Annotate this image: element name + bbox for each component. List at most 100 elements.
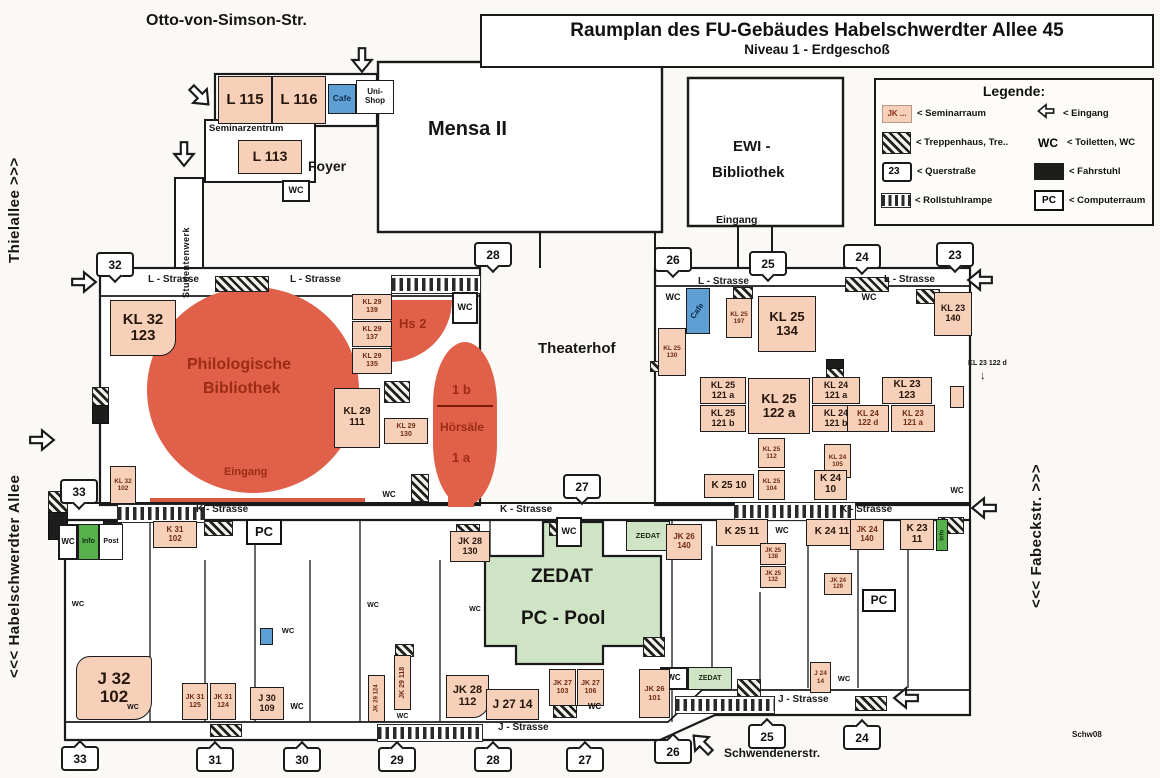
label-hoersaal-1a: 1 a xyxy=(452,450,471,465)
street-badge-33-8: 33 xyxy=(61,739,99,771)
label-zedat-line2: PC - Pool xyxy=(521,608,606,629)
label-studentenwerk: Studentenwerk xyxy=(181,226,191,298)
room-label: JK 26 140 xyxy=(673,532,695,550)
room-k-24-10: K 24 10 xyxy=(814,470,847,500)
street-badge-27-7: 27 xyxy=(563,474,601,506)
room-jk-31-124: JK 31 124 xyxy=(210,683,236,720)
room-label: WC xyxy=(950,485,964,495)
room-label: WC xyxy=(665,292,681,303)
room-kl-25-134: KL 25 134 xyxy=(758,296,816,352)
room-label: JK 26 101 xyxy=(644,684,665,702)
room-label: KL 29 111 xyxy=(343,406,371,428)
philologische-bibliothek-shape xyxy=(147,287,359,493)
room-label: JK 25 132 xyxy=(764,570,781,583)
room-jk-26-101: JK 26 101 xyxy=(639,669,670,718)
wheelchair-ramp-icon-3 xyxy=(378,725,482,741)
room-jk-29-118: JK 29 118 xyxy=(394,655,411,710)
stairs-icon-17 xyxy=(737,679,761,697)
legend-item-label: < Seminarraum xyxy=(917,108,986,119)
corridor-label-5: K - Strasse xyxy=(500,504,553,515)
room-kl-25-104: KL 25 104 xyxy=(758,470,785,500)
corridor-label-1: L - Strasse xyxy=(290,274,341,285)
entrance-arrow-icon-diag-ul-8 xyxy=(682,724,722,764)
room-kl-25-122a: KL 25 122 a xyxy=(748,378,810,434)
stairs-icon-1 xyxy=(845,277,889,292)
room-info-k-row: Info xyxy=(78,524,99,560)
label-phil-bib-line2: Bibliothek xyxy=(203,380,281,397)
room-label: Cafe xyxy=(688,300,706,321)
room-wc-far-east: WC xyxy=(944,482,970,500)
room-label: WC xyxy=(837,673,851,683)
room-label: WC xyxy=(367,602,379,610)
legend-item: JK ... < Seminarraum xyxy=(882,104,1034,123)
room-label: WC xyxy=(561,526,577,537)
room-label: WC xyxy=(61,536,75,546)
stairs-icon-18 xyxy=(855,696,887,711)
street-badge-label: 29 xyxy=(390,752,404,767)
room-kl-32-123: KL 32 123 xyxy=(110,300,176,356)
street-badge-label: 23 xyxy=(948,247,962,262)
room-label: PC xyxy=(870,593,888,608)
room-label: K 25 11 xyxy=(724,526,760,538)
room-label: KL 25 130 xyxy=(663,344,681,359)
label-theaterhof: Theaterhof xyxy=(538,340,616,357)
legend-rows: JK ...< Seminarraum< Eingang< Treppenhau… xyxy=(882,99,1146,215)
stairs-icon-3 xyxy=(411,474,429,502)
legend-row: < Treppenhaus, Tre..WC< Toiletten, WC xyxy=(882,128,1146,157)
room-label: WC xyxy=(861,292,877,303)
elevator-icon-3 xyxy=(826,359,844,369)
room-label: KL 25 104 xyxy=(762,477,781,492)
room-label: K 24 10 xyxy=(819,473,842,495)
wheelchair-ramp-icon-0 xyxy=(392,276,480,293)
entrance-arrow-icon-left-6 xyxy=(970,494,998,522)
room-j-30-109: J 30 109 xyxy=(250,687,284,720)
room-zedat-room-top: ZEDAT xyxy=(626,521,670,551)
room-wc-jk27: WC xyxy=(582,699,607,716)
room-wc-left-wing: WC xyxy=(376,486,402,504)
street-badge: 23 xyxy=(882,161,912,182)
wheelchair-ramp-icon-4 xyxy=(676,697,774,713)
street-badge-25-15: 25 xyxy=(748,717,786,749)
room-k-25-10: K 25 10 xyxy=(704,474,754,498)
room-label: KL 25 134 xyxy=(769,308,805,338)
room-j-32-102: J 32 102 xyxy=(76,656,152,720)
room-label: JK 24 129 xyxy=(829,577,846,590)
room-label: J 32 102 xyxy=(97,668,131,706)
room-kl-25-197: KL 25 197 xyxy=(726,298,752,338)
label-kl-23-122d-note: KL 23 122 d xyxy=(968,360,1007,367)
room-label: KL 25 121 a xyxy=(710,379,736,400)
room-label: WC xyxy=(382,489,396,499)
stairs-icon-16 xyxy=(210,724,242,737)
street-badge-23-5: 23 xyxy=(936,242,974,274)
street-badge-label: 25 xyxy=(760,729,774,744)
label-otto-von-simson-str: Otto-von-Simson-Str. xyxy=(146,12,307,29)
street-badge-label: 27 xyxy=(578,752,592,767)
legend-heading: Legende: xyxy=(982,83,1046,99)
room-label: ZEDAT xyxy=(635,530,661,540)
badge-notch xyxy=(900,169,906,175)
stairs-icon-15 xyxy=(553,705,577,718)
room-jk-24-129: JK 24 129 xyxy=(824,573,852,595)
plan-title: Raumplan des FU-Gebäudes Habelschwerdter… xyxy=(570,20,1064,41)
legend-item: < Rollstuhlrampe xyxy=(882,194,1034,207)
label-phil-bib-line1: Philologische xyxy=(187,356,292,373)
room-label: KL 29 130 xyxy=(396,423,416,438)
room-label: ZEDAT xyxy=(698,674,722,682)
stairs-icon-13 xyxy=(643,637,665,657)
room-kl-24-122d: KL 24 122 d xyxy=(847,405,889,432)
legend-row: JK ...< Seminarraum< Eingang xyxy=(882,99,1146,128)
label-schwendenerstr: Schwendenerstr. xyxy=(724,746,821,760)
seminar-swatch: JK ... xyxy=(882,104,912,123)
room-label: J 24 14 xyxy=(814,670,827,685)
legend-item: < Treppenhaus, Tre.. xyxy=(882,131,1034,154)
room-label: JK 28 112 xyxy=(452,683,483,708)
legend-item: PC< Computerraum xyxy=(1034,190,1146,211)
room-label: WC xyxy=(127,703,139,711)
street-badge-label: 33 xyxy=(73,751,87,766)
room-kl-29-137: KL 29 137 xyxy=(352,321,392,347)
room-label: KL 25 112 xyxy=(762,445,781,460)
street-badge-label: 30 xyxy=(295,752,309,767)
room-label: JK 24 140 xyxy=(856,524,878,543)
room-label: KL 25 197 xyxy=(730,310,748,325)
